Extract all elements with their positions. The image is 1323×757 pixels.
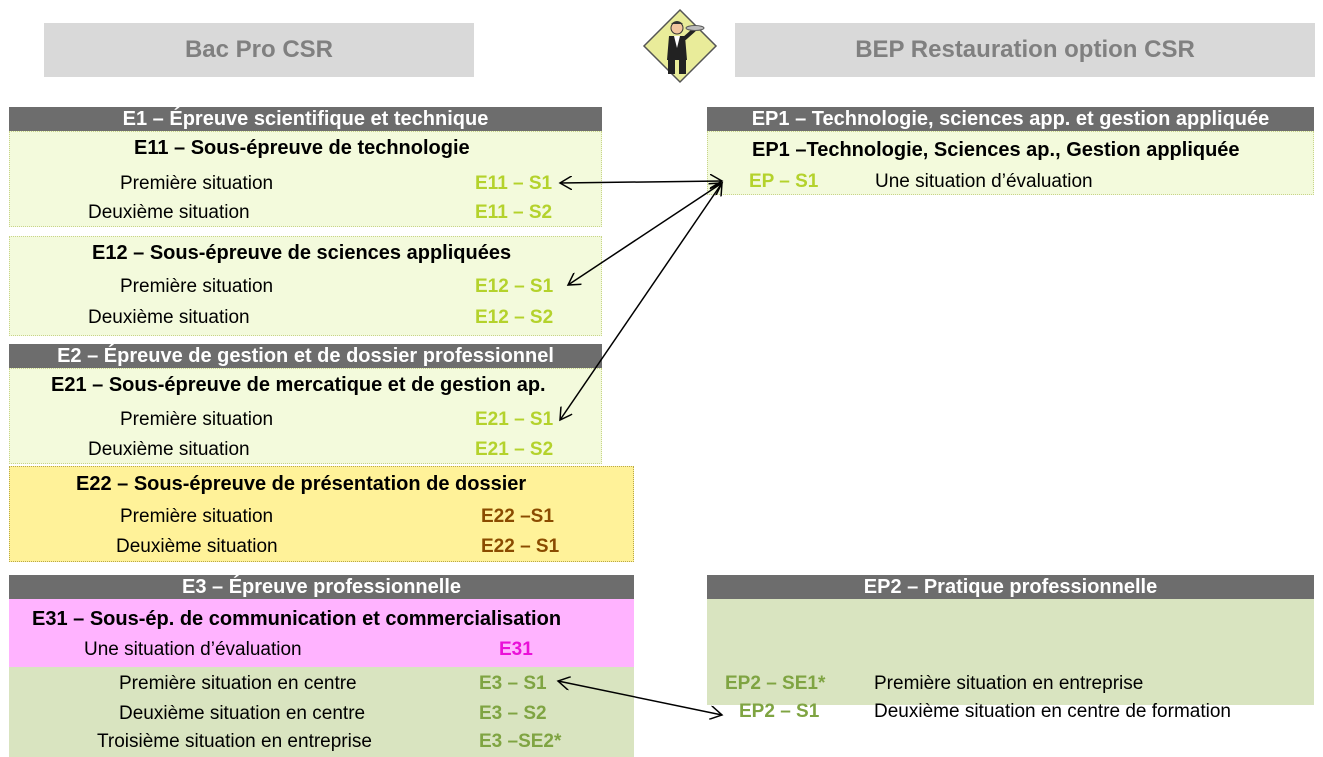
e3-row-2-label: Deuxième situation en centre bbox=[119, 703, 366, 724]
ep2-row-2-label: Deuxième situation en centre de formatio… bbox=[874, 701, 1231, 722]
header-bep: BEP Restauration option CSR bbox=[735, 23, 1315, 77]
e31-title: E31 – Sous-ép. de communication et comme… bbox=[32, 608, 562, 630]
e11-row-2-label: Deuxième situation bbox=[88, 202, 250, 223]
e21-row-1-label: Première situation bbox=[120, 409, 274, 430]
e22-row-2-code: E22 – S1 bbox=[481, 536, 560, 557]
e21-row-2-code: E21 – S2 bbox=[475, 439, 554, 460]
ep2-title: EP2 – Pratique professionnelle bbox=[707, 575, 1314, 599]
e3-row-3-label: Troisième situation en entreprise bbox=[97, 731, 372, 752]
e21-row-1-code: E21 – S1 bbox=[475, 409, 554, 430]
e31-row-code: E31 bbox=[499, 639, 533, 660]
header-bac-pro: Bac Pro CSR bbox=[44, 23, 474, 77]
e12-row-1-code: E12 – S1 bbox=[475, 276, 554, 297]
e12-row-1-label: Première situation bbox=[120, 276, 274, 297]
e22-row-1-code: E22 –S1 bbox=[481, 506, 554, 527]
e12-title: E12 – Sous-épreuve de sciences appliquée… bbox=[92, 242, 512, 264]
e22-row-2-label: Deuxième situation bbox=[116, 536, 278, 557]
e21-title: E21 – Sous-épreuve de mercatique et de g… bbox=[51, 374, 546, 396]
ep1-title: EP1 – Technologie, sciences app. et gest… bbox=[707, 107, 1314, 131]
e2-title: E2 – Épreuve de gestion et de dossier pr… bbox=[9, 344, 602, 368]
ep2-row-2-code: EP2 – S1 bbox=[739, 701, 820, 722]
e1-title: E1 – Épreuve scientifique et technique bbox=[9, 107, 602, 131]
waiter-icon bbox=[640, 6, 720, 84]
e3-title: E3 – Épreuve professionnelle bbox=[9, 575, 634, 599]
e3-row-1-label: Première situation en centre bbox=[119, 673, 357, 694]
e31-row-label: Une situation d’évaluation bbox=[84, 639, 302, 660]
e3-row-2-code: E3 – S2 bbox=[479, 703, 547, 724]
e22-panel: E22 – Sous-épreuve de présentation de do… bbox=[9, 466, 634, 562]
e3-row-1-code: E3 – S1 bbox=[479, 673, 547, 694]
e11-panel: E11 – Sous-épreuve de technologie Premiè… bbox=[9, 131, 602, 227]
ep1-panel: EP1 –Technologie, Sciences ap., Gestion … bbox=[707, 131, 1314, 195]
ep1-subtitle: EP1 –Technologie, Sciences ap., Gestion … bbox=[752, 139, 1240, 161]
e22-row-1-label: Première situation bbox=[120, 506, 274, 527]
e31-panel: E31 – Sous-ép. de communication et comme… bbox=[9, 599, 634, 667]
e22-title: E22 – Sous-épreuve de présentation de do… bbox=[76, 473, 527, 495]
e11-row-1-label: Première situation bbox=[120, 173, 274, 194]
e21-panel: E21 – Sous-épreuve de mercatique et de g… bbox=[9, 368, 602, 464]
e11-row-2-code: E11 – S2 bbox=[475, 202, 553, 223]
e12-panel: E12 – Sous-épreuve de sciences appliquée… bbox=[9, 236, 602, 336]
ep1-row-code: EP – S1 bbox=[749, 171, 819, 192]
ep1-row-label: Une situation d’évaluation bbox=[875, 171, 1093, 192]
ep2-row-1-label: Première situation en entreprise bbox=[874, 673, 1144, 694]
e12-row-2-label: Deuxième situation bbox=[88, 307, 250, 328]
ep2-row-1-code: EP2 – SE1* bbox=[725, 673, 826, 694]
ep2-panel: EP2 – SE1* Première situation en entrepr… bbox=[707, 599, 1314, 722]
e21-row-2-label: Deuxième situation bbox=[88, 439, 250, 460]
e11-title: E11 – Sous-épreuve de technologie bbox=[134, 137, 470, 159]
e11-row-1-code: E11 – S1 bbox=[475, 173, 553, 194]
e3-row-3-code: E3 –SE2* bbox=[479, 731, 562, 752]
e12-row-2-code: E12 – S2 bbox=[475, 307, 554, 328]
e3-situations-panel: Première situation en centre E3 – S1 Deu… bbox=[9, 667, 634, 757]
